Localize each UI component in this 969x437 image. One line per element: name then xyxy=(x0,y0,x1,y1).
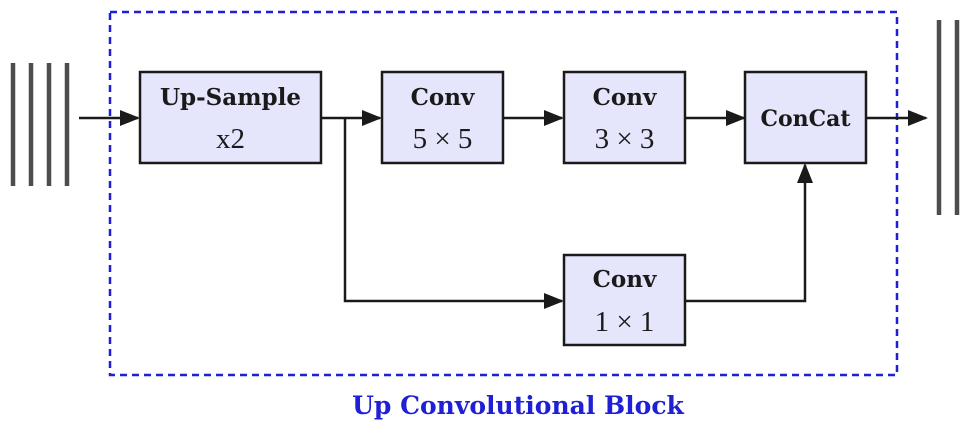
upsample-factor: x2 xyxy=(216,123,245,155)
concat-node: ConCat xyxy=(743,70,868,165)
concat-title: ConCat xyxy=(760,106,851,132)
edge-conv1-to-concat xyxy=(685,163,813,303)
block-boundary xyxy=(108,10,899,377)
conv3-title: Conv xyxy=(593,84,657,111)
block-caption: Up Convolutional Block xyxy=(352,391,684,420)
upsample-title: Up-Sample xyxy=(160,84,301,111)
conv1-title: Conv xyxy=(593,266,657,293)
conv1-node: Conv 1 × 1 xyxy=(562,253,687,347)
output-feature-maps xyxy=(936,20,960,215)
input-feature-maps xyxy=(10,63,70,186)
conv3-node: Conv 3 × 3 xyxy=(562,70,687,165)
upsample-node: Up-Sample x2 xyxy=(138,70,323,165)
conv1-kernel: 1 × 1 xyxy=(595,306,655,338)
conv3-kernel: 3 × 3 xyxy=(595,123,655,155)
conv5-title: Conv xyxy=(411,84,475,111)
conv5-node: Conv 5 × 5 xyxy=(380,70,505,165)
conv5-kernel: 5 × 5 xyxy=(413,123,473,155)
edge-upsample-to-conv1 xyxy=(343,118,564,309)
